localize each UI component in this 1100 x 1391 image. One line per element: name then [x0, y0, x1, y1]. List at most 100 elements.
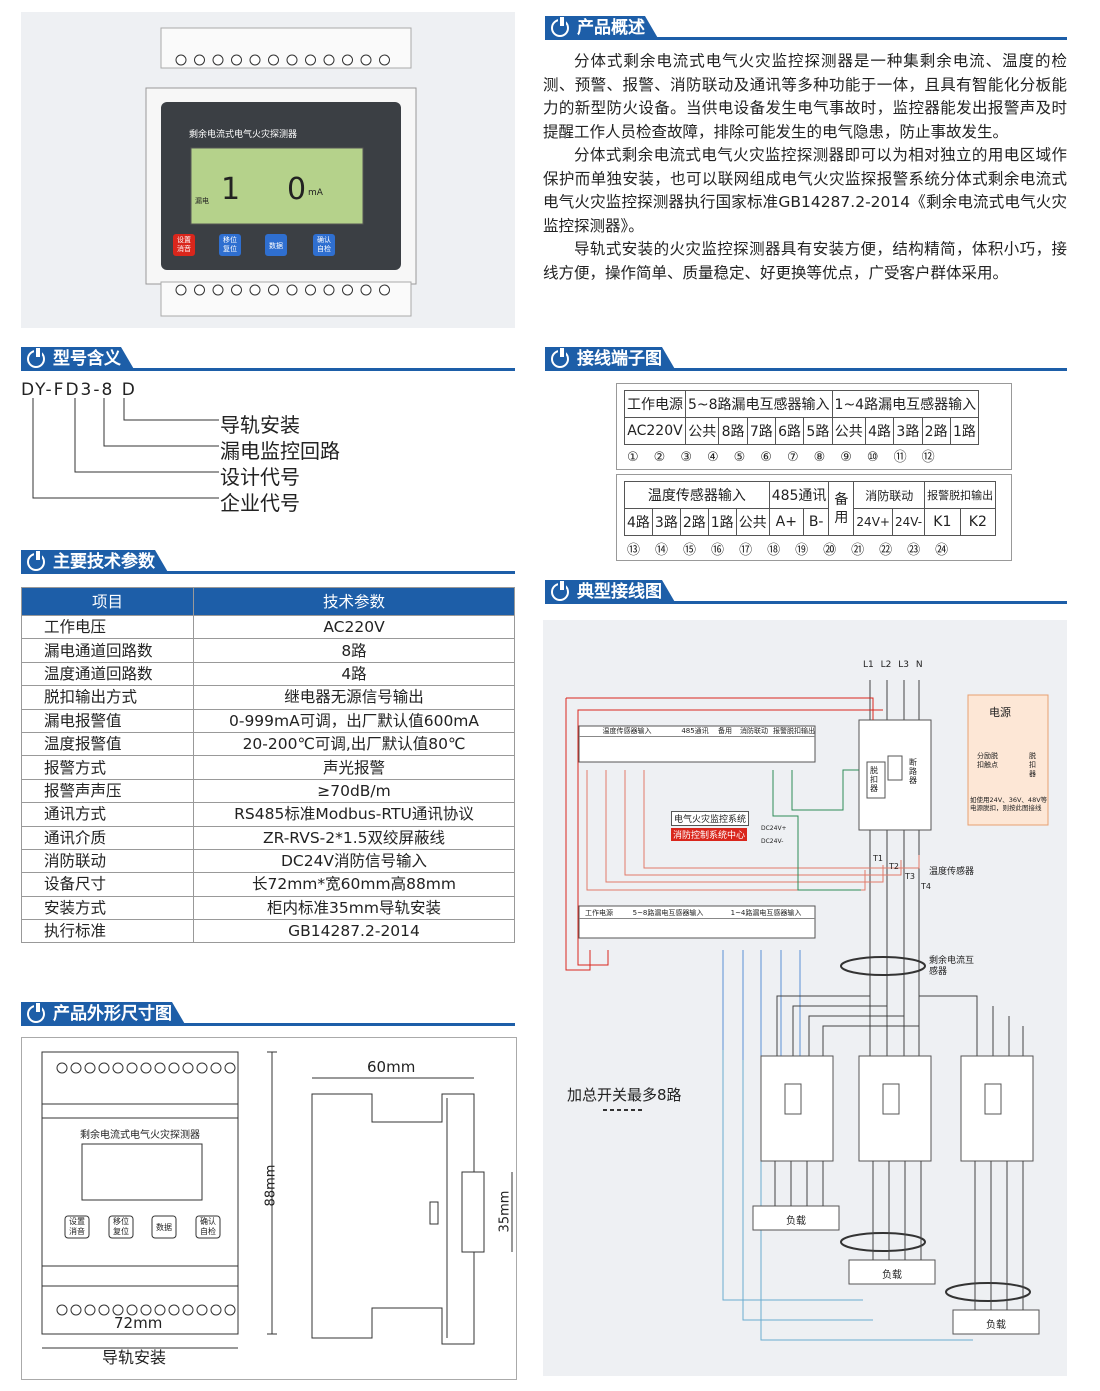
overview-paragraph-2: 分体式剩余电流式电气火灾监控探测器即可以为相对独立的用电区域作保护而单独安装，也… [543, 146, 1067, 235]
spec-value: 0-999mA可调，出厂默认值600mA [193, 708, 515, 733]
overview-title: 产品概述 [577, 18, 645, 38]
wiring-title: 典型接线图 [577, 582, 662, 602]
spec-item: 温度通道回路数 [21, 661, 194, 687]
dim-width-top: 60mm [367, 1058, 416, 1076]
term-cell: 6路 [774, 417, 805, 445]
screw-icon [342, 54, 353, 66]
spec-item: 报警声声压 [21, 778, 194, 804]
spec-head-item: 项目 [21, 587, 194, 616]
screw-icon [98, 1062, 110, 1074]
term-h6: 备用 [828, 481, 855, 536]
term-h2: 5~8路漏电互感器输入 [685, 390, 833, 418]
screw-icon [268, 54, 279, 66]
dims-drawing: 剩余电流式电气火灾探测器 设置 消音 移位 复位 数据 确认 自检 60mm 8… [21, 1037, 517, 1380]
screw-icon [154, 1304, 166, 1316]
load-3: 负载 [986, 1320, 1006, 1331]
dims-svg [41, 1051, 513, 1349]
term-num: ⑫ [921, 450, 935, 465]
screw-icon [305, 284, 316, 296]
term-cell: 24V+ [853, 508, 893, 536]
screw-icon [379, 284, 390, 296]
term-num: ㉔ [935, 543, 949, 558]
term-num: ㉑ [851, 543, 865, 558]
term-cell: 4路 [624, 508, 653, 536]
term-cell: 公共 [831, 417, 866, 445]
spec-item: 漏电通道回路数 [21, 638, 194, 663]
dims-button-3: 数据 [156, 1223, 172, 1232]
spec-value: DC24V消防信号输入 [193, 848, 515, 874]
screw-icon [175, 284, 187, 296]
terminal-block-bottom: 温度传感器输入 485通讯 备用 消防联动 报警脱扣输出 4路 3路 2路 1路… [616, 474, 1012, 561]
screw-icon [305, 54, 316, 66]
screw-icon [379, 54, 390, 66]
term-num: ② [653, 450, 666, 465]
term-cell: A+ [768, 508, 804, 536]
screw-icon [224, 1304, 236, 1316]
dt-h1: 温度传感器输入 [602, 727, 652, 735]
phase-labels-main: L1 L2 L3 N [863, 660, 923, 670]
spec-value: ≥70dB/m [193, 778, 515, 804]
term-num: ⑥ [760, 450, 772, 465]
product-photo: 剩余电流式电气火灾探测器 1 0 mA 漏电 设置 消音 移位 复位 数据 确认… [21, 12, 515, 328]
term-cell: 3路 [651, 508, 681, 536]
dims-header: 产品外形尺寸图 [21, 1002, 515, 1026]
temp-sensor-label: 温度传感器 [929, 867, 975, 877]
phase-l3: L3 [898, 660, 909, 670]
spec-item: 脱扣输出方式 [21, 685, 194, 710]
screw-icon [196, 1062, 208, 1074]
term-num: ⑦ [786, 450, 799, 465]
center-label: 消防控制系统中心 [671, 828, 748, 841]
term-num: ㉓ [907, 543, 921, 558]
term-cell: 2路 [921, 417, 951, 445]
model-label-1: 导轨安装 [220, 413, 300, 437]
spec-value: RS485标准Modbus-RTU通讯协议 [193, 802, 515, 827]
screw-icon [168, 1304, 180, 1316]
spec-value: AC220V [193, 614, 515, 640]
dims-button-1: 设置 消音 [69, 1217, 85, 1236]
wiring-diagram: L1 L2 L3 N 断路器 脱扣器 电源 分励脱扣触点 脱扣器 如使用24V、… [543, 620, 1067, 1376]
spec-row: 脱扣输出方式继电器无源信号输出 [21, 685, 515, 710]
spec-item: 安装方式 [21, 895, 194, 921]
term-cell: K2 [959, 508, 997, 536]
diagram-bottom-block: 工作电源 5~8路漏电互感器输入 1~4路漏电互感器输入 [579, 908, 815, 919]
term-cell: 公共 [735, 508, 770, 536]
dc-plus: DC24V+ [761, 825, 787, 832]
screw-icon [231, 54, 242, 66]
t2: T2 [889, 862, 899, 871]
lcd-unit: mA [308, 188, 323, 198]
term-num: ⑳ [823, 543, 837, 558]
device-illustration [145, 27, 417, 317]
term-num: ⑨ [840, 450, 852, 465]
spec-row: 安装方式柜内标准35mm导轨安装 [21, 895, 515, 921]
screw-icon [168, 1062, 180, 1074]
screw-icon [210, 1062, 222, 1074]
dc-minus: DC24V- [761, 838, 784, 845]
terminal-block-top: 工作电源 5~8路漏电互感器输入 1~4路漏电互感器输入 AC220V 公共 8… [616, 383, 1012, 470]
lcd-left-value: 1 [221, 172, 241, 207]
t1: T1 [873, 854, 883, 863]
screw-icon [56, 1062, 68, 1074]
db-h3: 1~4路漏电互感器输入 [730, 909, 802, 917]
term-cell: 8路 [718, 417, 748, 445]
screw-icon [249, 54, 261, 66]
db-h2: 5~8路漏电互感器输入 [632, 909, 704, 917]
term-num: ㉒ [879, 543, 893, 558]
screw-icon [268, 284, 279, 296]
term-cell: 公共 [684, 417, 720, 445]
power-icon [27, 1005, 45, 1023]
system-label: 电气火灾监控系统 [671, 811, 750, 826]
screw-icon [56, 1304, 68, 1316]
max-note: 加总开关最多8路 [567, 1086, 682, 1104]
term-num: ⑭ [655, 543, 669, 558]
power-icon [551, 350, 569, 368]
screw-icon [286, 54, 298, 66]
term-num: ⑧ [813, 450, 826, 465]
trip-label: 脱扣器 [870, 766, 878, 793]
term-num: ⑪ [893, 450, 907, 465]
screw-icon [286, 284, 298, 296]
